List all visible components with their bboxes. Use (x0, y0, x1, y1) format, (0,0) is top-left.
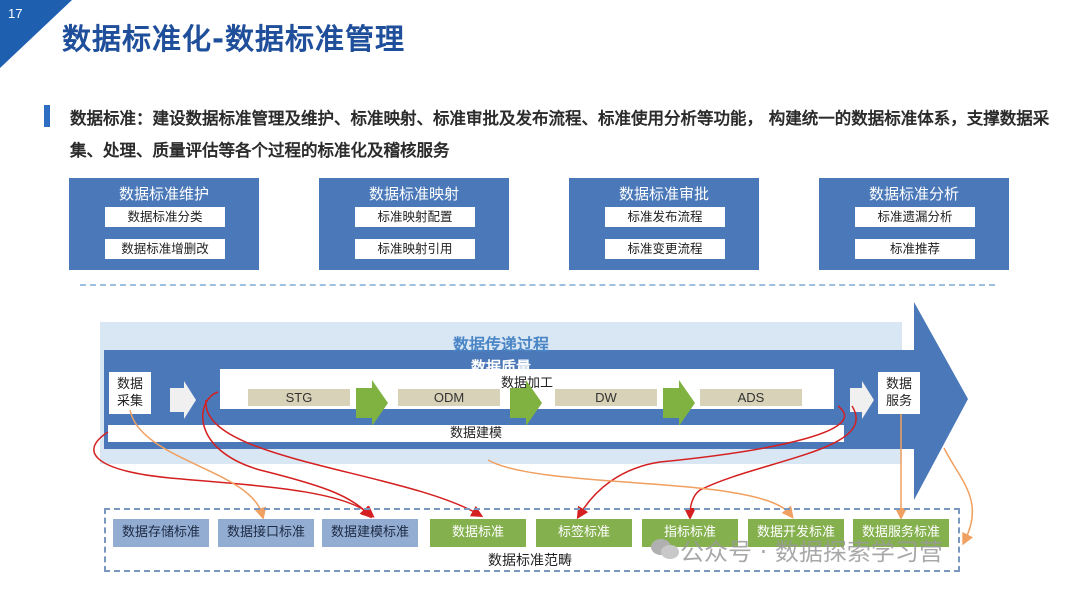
flow-title: 数据传递过程 (452, 335, 549, 354)
standard-tag: 标签标准 (536, 519, 632, 547)
watermark: 公众号 · 数据探索学习营 (680, 538, 943, 566)
module-title: 数据标准维护 (118, 185, 209, 203)
module-item: 标准映射引用 (355, 239, 475, 259)
module-title: 数据标准映射 (368, 185, 459, 203)
modeling-label: 数据建模 (449, 426, 502, 441)
page-corner (0, 0, 72, 68)
module-item: 标准映射配置 (355, 207, 475, 227)
module-mapping: 数据标准映射 标准映射配置 标准映射引用 (319, 178, 509, 270)
stage-stg: STG (248, 389, 350, 406)
page-title: 数据标准化-数据标准管理 (62, 22, 406, 56)
standard-storage: 数据存储标准 (113, 519, 209, 547)
bullet-marker (44, 105, 50, 127)
module-item: 标准遗漏分析 (855, 207, 975, 227)
standard-service: 数据服务标准 (853, 519, 949, 547)
module-item: 标准发布流程 (605, 207, 725, 227)
module-item: 数据标准增删改 (105, 239, 225, 259)
stage-ads: ADS (700, 389, 802, 406)
wechat-icon (651, 539, 679, 559)
module-item: 标准推荐 (855, 239, 975, 259)
stage-dw: DW (555, 389, 657, 406)
stage-odm: ODM (398, 389, 500, 406)
module-title: 数据标准审批 (618, 185, 709, 203)
scope-label: 数据标准范畴 (488, 553, 572, 569)
standard-data: 数据标准 (430, 519, 526, 547)
module-analysis: 数据标准分析 标准遗漏分析 标准推荐 (819, 178, 1009, 270)
module-approval: 数据标准审批 标准发布流程 标准变更流程 (569, 178, 759, 270)
module-item: 标准变更流程 (605, 239, 725, 259)
intro-text: 数据标准：建设数据标准管理及维护、标准映射、标准审批及发布流程、标准使用分析等功… (70, 109, 1050, 160)
standard-development: 数据开发标准 (748, 519, 844, 547)
service-box: 数据 服务 (878, 372, 920, 414)
module-item: 数据标准分类 (105, 207, 225, 227)
standards-scope (104, 508, 960, 572)
module-title: 数据标准分析 (868, 185, 959, 203)
collect-box: 数据 采集 (109, 372, 151, 414)
section-divider (80, 284, 995, 286)
standard-modeling: 数据建模标准 (322, 519, 418, 547)
module-maintenance: 数据标准维护 数据标准分类 数据标准增删改 (69, 178, 259, 270)
page-number: 17 (8, 6, 23, 21)
standard-interface: 数据接口标准 (218, 519, 314, 547)
